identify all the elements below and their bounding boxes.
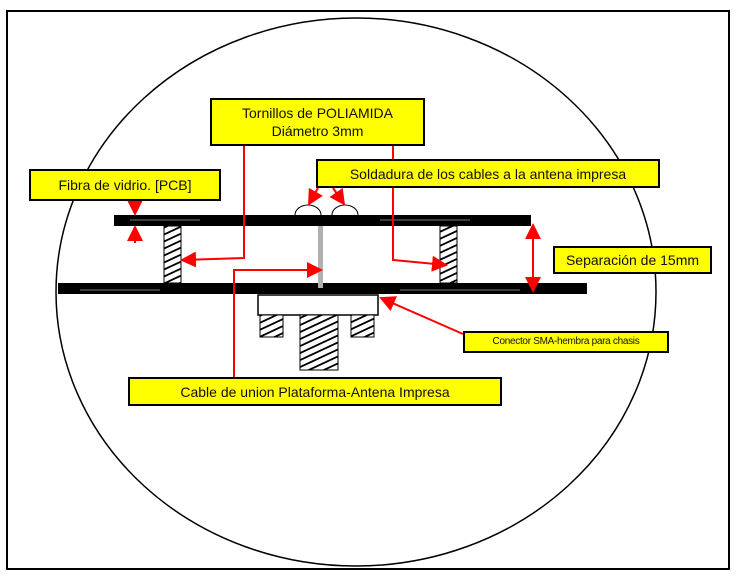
sma-thread-right bbox=[350, 314, 375, 338]
arrow-solder-1 bbox=[308, 187, 323, 206]
detail-circle bbox=[55, 17, 657, 567]
sma-connector-body bbox=[257, 294, 379, 316]
label-fiberglass: Fibra de vidrio. [PCB] bbox=[29, 169, 221, 201]
label-solder: Soldadura de los cables a la antena impr… bbox=[316, 159, 660, 188]
label-separation-text: Separación de 15mm bbox=[565, 252, 700, 268]
platform-pcb bbox=[58, 283, 587, 294]
label-screws-line2: Diámetro 3mm bbox=[271, 123, 364, 139]
label-sma-text: Conector SMA-hembra para chasis bbox=[492, 336, 640, 347]
label-cable-text: Cable de union Plataforma-Antena Impresa bbox=[180, 383, 450, 400]
label-solder-text: Soldadura de los cables a la antena impr… bbox=[349, 165, 627, 182]
solder-bump bbox=[331, 204, 359, 216]
antenna-pcb bbox=[114, 215, 531, 226]
label-separation: Separación de 15mm bbox=[553, 246, 712, 274]
polyamide-screw-left bbox=[163, 225, 182, 284]
label-cable: Cable de union Plataforma-Antena Impresa bbox=[128, 377, 502, 406]
label-polyamide-screws: Tornillos de POLIAMIDA Diámetro 3mm bbox=[210, 98, 425, 146]
label-fiberglass-text: Fibra de vidrio. [PCB] bbox=[58, 177, 192, 193]
arrow-sma bbox=[379, 296, 464, 335]
connection-cable bbox=[318, 226, 323, 288]
label-sma-connector: Conector SMA-hembra para chasis bbox=[463, 331, 669, 353]
sma-thread-center bbox=[299, 314, 339, 371]
polyamide-screw-right bbox=[439, 225, 458, 284]
label-screws-line1: Tornillos de POLIAMIDA bbox=[242, 105, 393, 121]
arrow-cable bbox=[233, 262, 323, 405]
outer-frame bbox=[6, 10, 730, 570]
sma-thread-left bbox=[259, 314, 284, 338]
solder-bump bbox=[294, 204, 322, 216]
arrow-solder-2 bbox=[329, 187, 346, 206]
arrow-screw-left bbox=[180, 146, 245, 268]
